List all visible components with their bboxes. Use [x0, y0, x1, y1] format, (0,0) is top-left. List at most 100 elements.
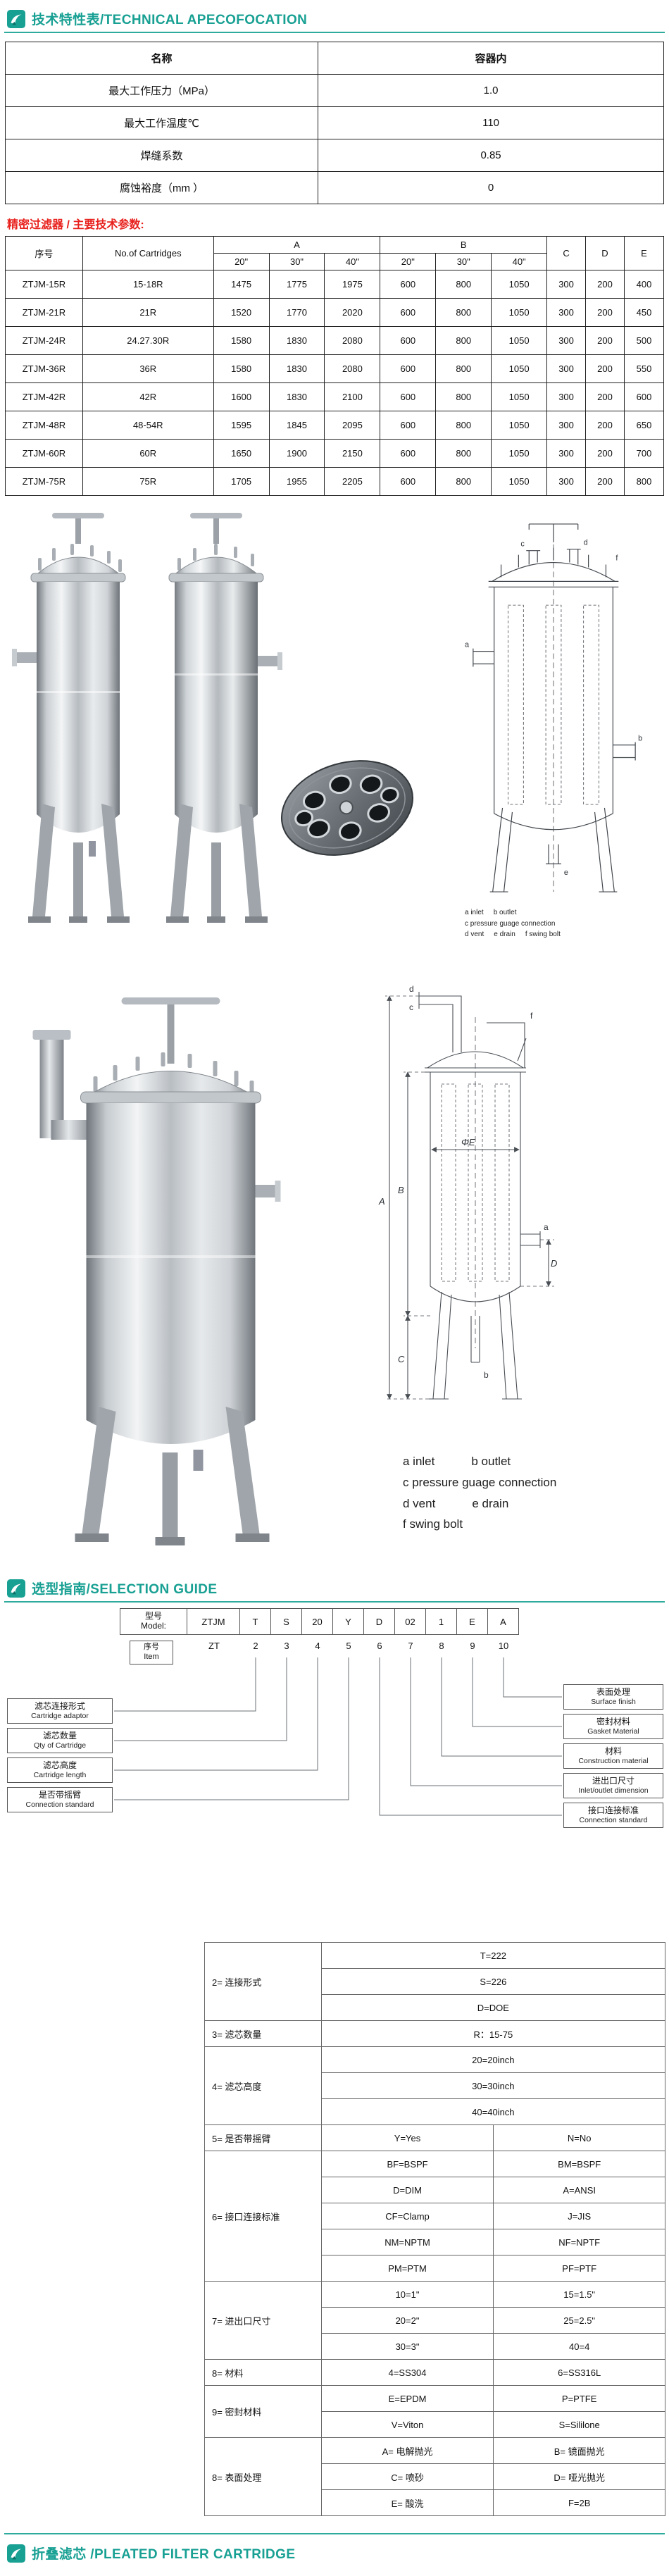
item-number: 5	[346, 1641, 351, 1651]
code-group-label: 7= 进出口尺寸	[204, 2281, 322, 2360]
params-heading: 精密过滤器 / 主要技术参数:	[7, 219, 144, 231]
port-label-d: d	[584, 539, 588, 547]
port-label-b: b	[638, 735, 642, 743]
filter-housing-photo-2	[166, 513, 282, 923]
port-label-d: d	[409, 984, 414, 994]
right-box-gasket: 密封材料 Gasket Material	[563, 1714, 663, 1739]
section-title: 技术特性表/TECHNICAL APECOFOCATION	[32, 13, 308, 27]
table-row: S=226	[205, 1968, 666, 1995]
item-number: 7	[408, 1641, 413, 1651]
cartridge-plate-photo	[280, 760, 414, 856]
item-number: 9	[470, 1641, 475, 1651]
port-label-c: c	[520, 540, 525, 549]
dim-label-E: ΦE	[461, 1137, 475, 1147]
port-label-f: f	[530, 1011, 533, 1021]
code-group-label: 2= 连接形式	[204, 1942, 322, 2021]
section-header-selection: 选型指南/SELECTION GUIDE	[0, 1569, 669, 1601]
model-code-cell: 02	[394, 1608, 426, 1635]
model-code-cell: T	[239, 1608, 271, 1635]
section-divider	[4, 1601, 665, 1603]
port-label-e: e	[564, 869, 568, 877]
dim-label-A: A	[378, 1196, 385, 1207]
port-label-a: a	[465, 641, 470, 649]
right-box-surface-finish: 表面处理 Surface finish	[563, 1684, 663, 1710]
brand-logo-icon	[7, 1579, 25, 1598]
table-row: 40=40inch	[205, 2098, 666, 2125]
left-box-swing-arm: 是否带摇臂 Connection standard	[7, 1787, 113, 1812]
brand-logo-icon	[7, 2544, 25, 2563]
item-number: 3	[284, 1641, 289, 1651]
connector-lines	[114, 1657, 562, 1816]
model-code-cell: Y	[332, 1608, 364, 1635]
section-divider	[4, 2533, 665, 2534]
section-divider	[4, 32, 665, 33]
code-group-label: 3= 滤芯数量	[204, 2020, 322, 2047]
dim-label-C: C	[398, 1354, 405, 1364]
item-label-box: 序号 Item	[130, 1641, 173, 1665]
model-label: 型号 Model:	[120, 1608, 187, 1635]
item-number: 6	[377, 1641, 382, 1651]
params-header-row: 序号 No.of Cartridges A B C D E	[5, 236, 665, 270]
right-box-inlet-outlet: 进出口尺寸 Inlet/outlet dimension	[563, 1773, 663, 1798]
table-row: 30=3"40=4	[205, 2333, 665, 2360]
model-code-cell: A	[487, 1608, 519, 1635]
model-row: 型号 Model: ZTJM T S 20 Y D 02 1 E A	[120, 1608, 519, 1635]
code-group-label: 6= 接口连接标准	[204, 2151, 322, 2282]
code-group-label: 8= 表面处理	[204, 2437, 322, 2516]
table-row: 名称容器内	[4, 42, 664, 75]
table-row: D=DOE	[205, 1994, 666, 2021]
port-label-a: a	[544, 1222, 549, 1232]
table-row: 最大工作压力（MPa）1.0	[4, 74, 664, 107]
left-box-qty: 滤芯数量 Qty of Cartridge	[7, 1728, 113, 1753]
model-code-cell: E	[456, 1608, 488, 1635]
model-code-cell: ZTJM	[187, 1608, 240, 1635]
filter-housing-photo-large	[32, 997, 281, 1545]
item-number: 2	[253, 1641, 258, 1651]
item-number: 10	[498, 1641, 509, 1651]
brand-logo-icon	[7, 9, 25, 28]
dimension-drawing: A B C D ΦE a b c d f	[378, 984, 557, 1400]
model-code-cell: 1	[425, 1608, 457, 1635]
right-box-connection: 接口连接标准 Connection standard	[563, 1803, 663, 1828]
code-group-label: 4= 滤芯高度	[204, 2046, 322, 2125]
params-table: 序号 No.of Cartridges A B C D E 20"30"40" …	[5, 236, 665, 496]
item-number: 8	[439, 1641, 444, 1651]
model-code-cell: D	[363, 1608, 395, 1635]
port-label-b: b	[484, 1370, 489, 1380]
table-row: 20=2"25=2.5"	[205, 2307, 665, 2334]
vessel-line-drawing: a b c d e f	[465, 523, 642, 892]
section-header-technical: 技术特性表/TECHNICAL APECOFOCATION	[0, 0, 669, 32]
left-box-length: 滤芯高度 Cartridge length	[7, 1757, 113, 1783]
item-number: ZT	[208, 1641, 220, 1651]
code-group-label: 5= 是否带摇臂	[204, 2124, 322, 2151]
model-code-cell: S	[270, 1608, 302, 1635]
table-row: 30=30inch	[205, 2072, 666, 2099]
dim-label-D: D	[551, 1258, 557, 1269]
section-title: 选型指南/SELECTION GUIDE	[32, 1582, 218, 1597]
